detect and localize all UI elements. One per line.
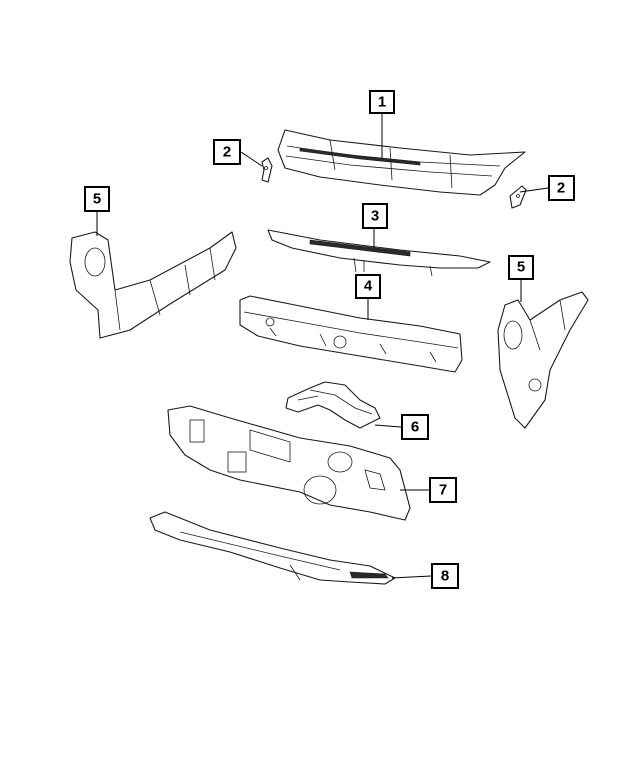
callout-7: 7 (429, 477, 457, 503)
callout-5-left-label: 5 (93, 191, 101, 208)
callout-6-label: 6 (411, 419, 419, 436)
callout-2-right: 2 (548, 175, 575, 201)
callout-4-label: 4 (364, 278, 373, 295)
callout-4: 4 (355, 274, 381, 299)
callout-3: 3 (362, 203, 388, 229)
leader-lines (96, 114, 549, 579)
part-7-dash-panel[interactable] (167, 405, 411, 521)
part-4-plenum-panel[interactable] (239, 295, 463, 373)
part-6-duct[interactable] (285, 381, 381, 429)
callout-8: 8 (431, 563, 459, 589)
part-3-cowl-grille[interactable] (267, 229, 491, 277)
part-2-bracket-right[interactable] (509, 185, 527, 209)
part-5-apron-right[interactable] (497, 291, 589, 429)
callout-7-label: 7 (439, 482, 447, 499)
part-5-apron-left[interactable] (69, 231, 237, 339)
callout-2-left-label: 2 (223, 144, 231, 161)
callout-5-right-label: 5 (517, 259, 525, 276)
callout-5-left: 5 (84, 186, 110, 212)
part-8-lower-rail[interactable] (149, 511, 396, 585)
callout-1: 1 (369, 90, 395, 114)
callout-6: 6 (401, 414, 429, 440)
part-1-cowl-panel[interactable] (277, 129, 526, 196)
callout-8-label: 8 (441, 568, 449, 585)
callout-5-right: 5 (508, 255, 534, 280)
callout-2-left: 2 (213, 139, 241, 165)
callout-3-label: 3 (371, 208, 379, 225)
part-2-bracket-left[interactable] (261, 157, 273, 183)
callout-2-right-label: 2 (557, 180, 565, 197)
callout-1-label: 1 (378, 94, 386, 111)
